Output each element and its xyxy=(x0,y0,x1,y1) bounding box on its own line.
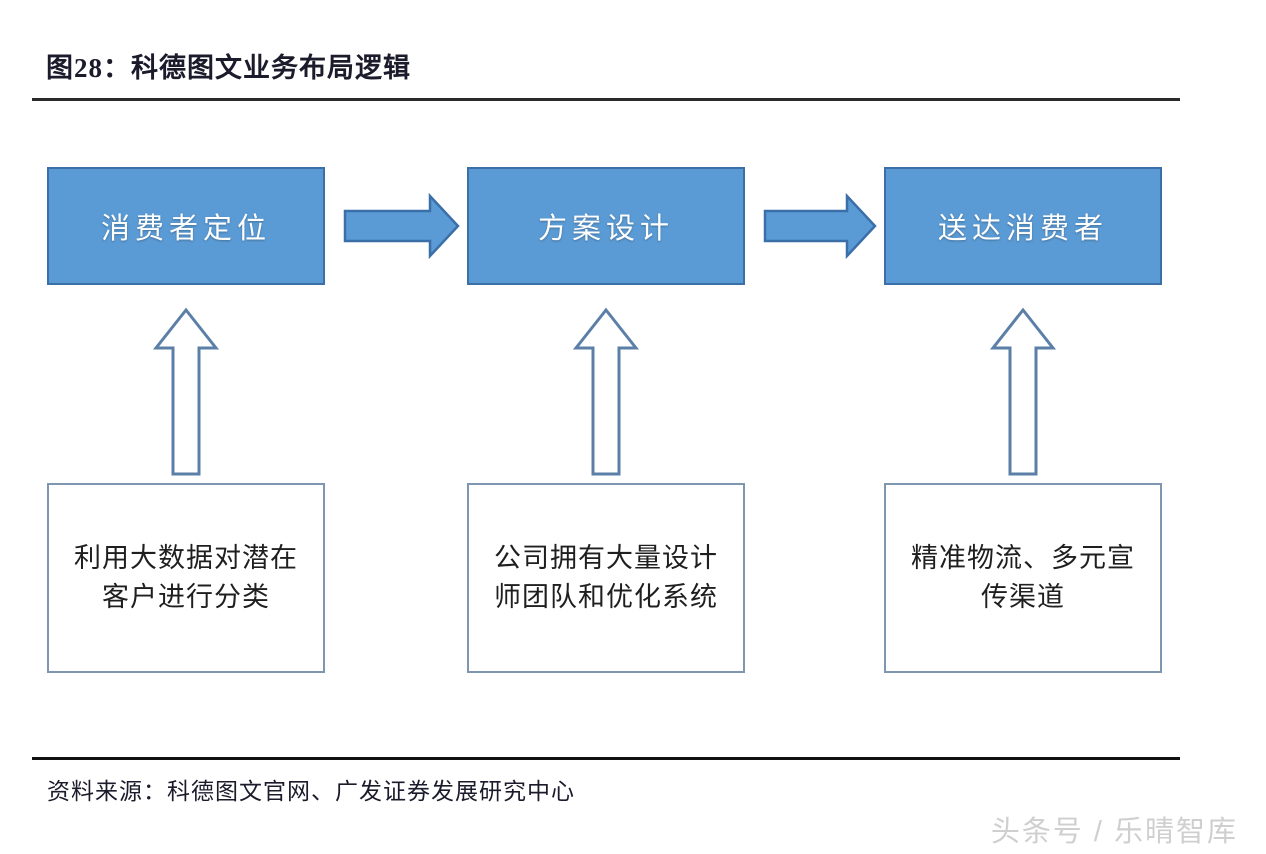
vertical-arrow-2 xyxy=(572,307,640,476)
support-detail-label-3: 精准物流、多元宣传渠道 xyxy=(911,542,1135,612)
horizontal-arrow-1 xyxy=(343,192,460,260)
vertical-arrow-3 xyxy=(989,307,1057,476)
watermark: 头条号 / 乐晴智库 xyxy=(990,816,1238,848)
process-step-box-3[interactable]: 送达消费者 xyxy=(884,167,1162,285)
page-title: 图28：科德图文业务布局逻辑 xyxy=(46,53,411,83)
support-detail-label-1: 利用大数据对潜在客户进行分类 xyxy=(74,542,298,612)
source-note: 资料来源：科德图文官网、广发证券发展研究中心 xyxy=(47,779,575,804)
process-step-box-1[interactable]: 消费者定位 xyxy=(47,167,325,285)
vertical-arrow-1 xyxy=(152,307,220,476)
horizontal-arrow-2 xyxy=(763,192,877,260)
support-detail-box-2[interactable]: 公司拥有大量设计师团队和优化系统 xyxy=(467,483,745,673)
support-detail-label-2: 公司拥有大量设计师团队和优化系统 xyxy=(494,542,718,612)
footer-divider xyxy=(32,757,1180,760)
support-detail-box-1[interactable]: 利用大数据对潜在客户进行分类 xyxy=(47,483,325,673)
process-step-box-2[interactable]: 方案设计 xyxy=(467,167,745,285)
process-step-label-1: 消费者定位 xyxy=(100,213,271,245)
process-step-label-3: 送达消费者 xyxy=(937,213,1108,245)
title-divider xyxy=(32,98,1180,101)
support-detail-box-3[interactable]: 精准物流、多元宣传渠道 xyxy=(884,483,1162,673)
process-step-label-2: 方案设计 xyxy=(537,213,674,245)
